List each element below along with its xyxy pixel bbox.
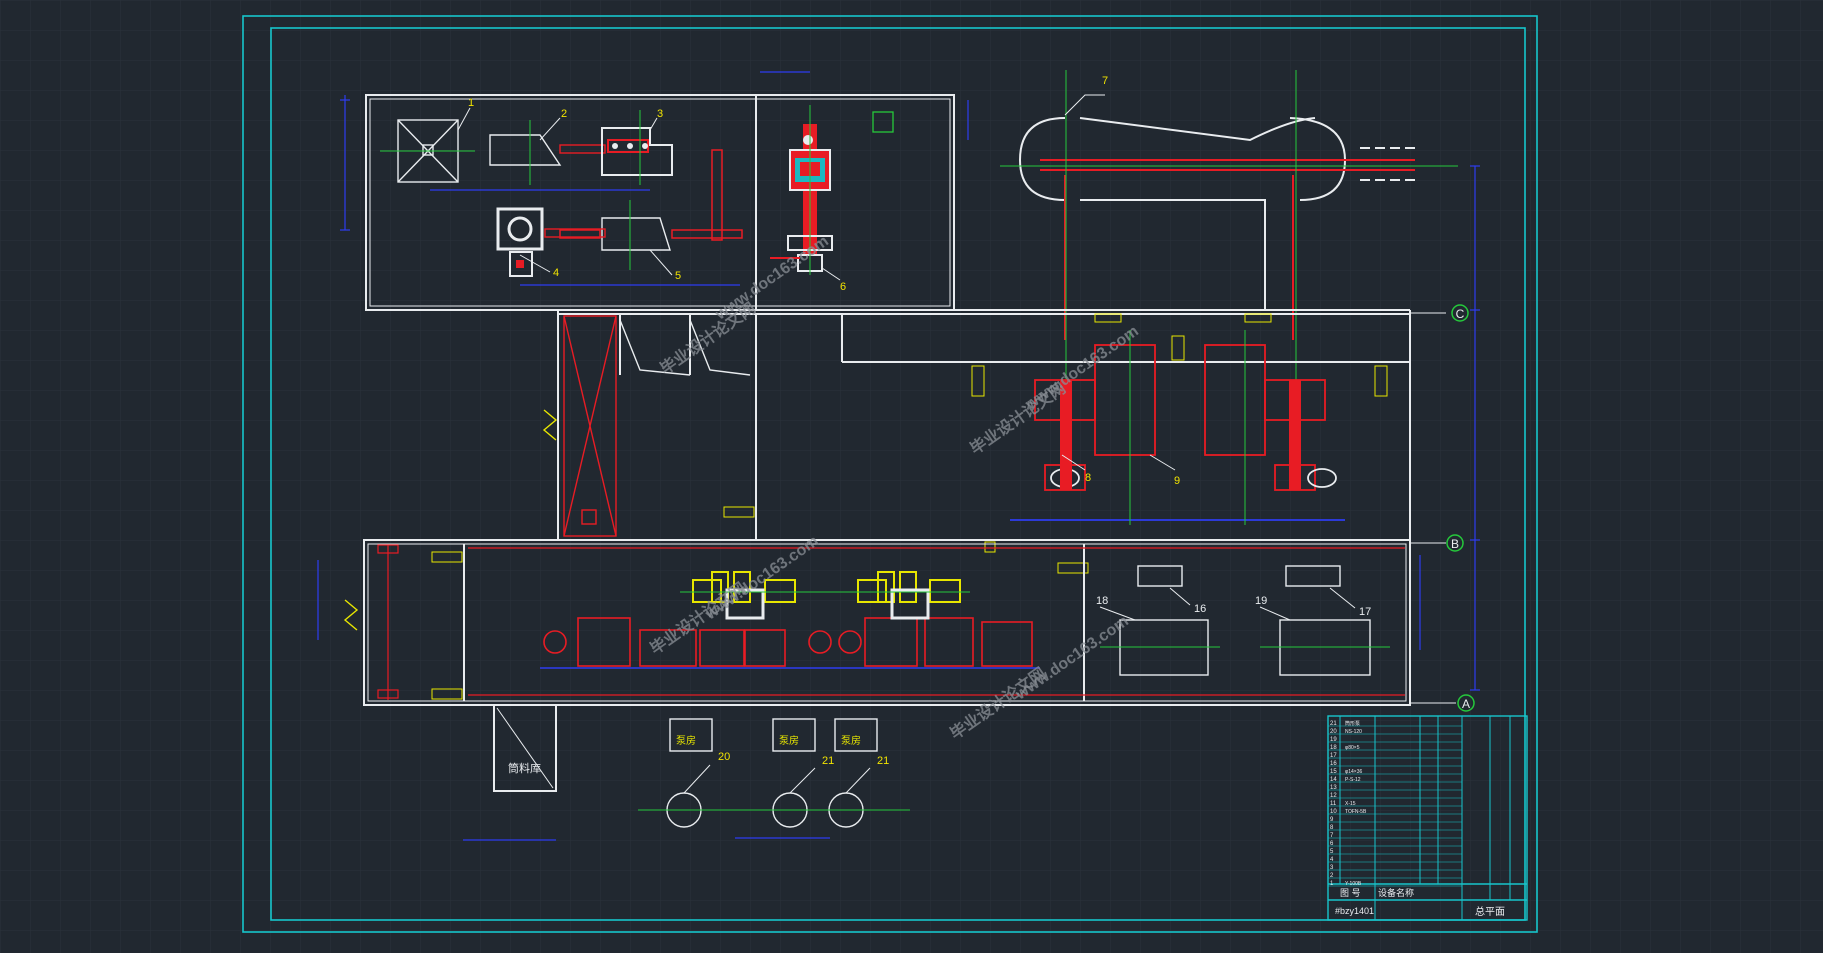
axis-bubble-c: C [1451,304,1469,322]
title-block-row-code: P-S-12 [1345,777,1361,783]
equipment-label-4: 4 [553,267,559,279]
pump-house-3-label: 泵房 [841,734,861,747]
title-block-row-number: 8 [1330,825,1334,831]
lower-building-walls [363,539,1411,706]
equipment-label-17: 17 [1359,606,1371,618]
equipment-8-9-furnace-pair [1010,330,1345,525]
equipment-label-21a: 21 [822,755,834,767]
pump-house-1-label: 泵房 [676,734,696,747]
equipment-2-feeder [489,120,606,185]
title-block-col-code: 图 号 [1340,888,1361,898]
ucs-icon [872,111,894,133]
title-block-row-code: φ14×36 [1345,769,1363,775]
title-block-row-number: 7 [1330,833,1334,839]
equipment-label-21b: 21 [877,755,889,767]
equipment-label-1: 1 [468,97,474,109]
axis-label-b: B [1451,537,1459,551]
dimension-lines-top-left [340,71,969,286]
equipment-7-rail-loop [1000,70,1458,470]
stairs-yellow [431,313,1388,700]
equipment-label-5: 5 [675,270,681,282]
equipment-label-20: 20 [718,751,730,763]
title-block-row-code: Y-100B [1345,881,1362,887]
title-block-row-number: 18 [1330,745,1337,751]
pump-house-2-label: 泵房 [779,734,799,747]
inner-frame [270,27,1526,921]
title-block-row-number: 19 [1330,737,1337,743]
equipment-label-16: 16 [1194,603,1206,615]
title-block-row-number: 4 [1330,857,1334,863]
title-block-row-number: 15 [1330,769,1337,775]
production-line-equipment [540,617,1040,669]
equipment-label-9: 9 [1174,475,1180,487]
title-block-row-number: 9 [1330,817,1334,823]
title-block-row-code: NS-120 [1345,729,1362,735]
storage-room-label: 筒料库 [508,761,541,775]
title-block-row-number: 17 [1330,753,1337,759]
title-block-row-number: 1 [1330,881,1334,887]
door-symbols [343,409,558,631]
equipment-6-red-assembly [770,105,833,275]
equipment-label-2: 2 [561,108,567,120]
leader-lines [457,94,1356,794]
title-block-row-code: φ80×5 [1345,745,1360,751]
outer-frame [242,15,1538,933]
axis-grid-lines [1410,312,1456,704]
yellow-rolling-machines [680,571,970,620]
title-block-col-name: 设备名称 [1378,887,1414,898]
red-chute [563,315,751,537]
title-block-row-number: 6 [1330,841,1334,847]
title-block-row-number: 12 [1330,793,1337,799]
storage-room [463,704,557,841]
title-block-row-code: X-15 [1345,801,1356,807]
equipment-label-18: 18 [1096,595,1108,607]
title-block-row-number: 21 [1330,721,1337,727]
title-block-row-number: 13 [1330,785,1337,791]
lower-building-red-lines [377,544,1405,700]
title-block-footer: 图 号 设备名称 #bzy1401 总平面 [1335,887,1505,918]
title-block-row-number: 10 [1330,809,1337,815]
equipment-label-7: 7 [1102,75,1108,87]
dimension-lines-right [1419,165,1480,691]
title-block-row-number: 5 [1330,849,1334,855]
axis-label-c: C [1456,307,1465,321]
equipment-5-classifier [544,200,671,270]
title-block-drawing-title: 总平面 [1475,905,1505,918]
axis-bubble-b: B [1446,534,1464,552]
title-block-row-code: 筒形泵 [1345,720,1360,727]
title-block [1327,715,1528,921]
equipment-4-mill [496,207,544,277]
equipment-label-19: 19 [1255,595,1267,607]
title-block-row-number: 3 [1330,865,1334,871]
title-block-drawing-no: #bzy1401 [1335,906,1374,916]
title-block-row-code: TOFN-5B [1345,809,1367,815]
axis-label-a: A [1462,697,1470,711]
equipment-number-labels: 1 2 3 4 5 6 7 8 9 16 17 18 19 20 21 21 [468,75,1371,767]
title-block-row-number: 11 [1330,801,1337,807]
equipment-3-crusher [601,110,673,185]
title-block-row-number: 20 [1330,729,1337,735]
title-block-row-number: 2 [1330,873,1334,879]
title-block-row-number: 14 [1330,777,1337,783]
equipment-label-8: 8 [1085,472,1091,484]
equipment-label-6: 6 [840,281,846,293]
axis-bubble-a: A [1457,694,1475,712]
title-block-row-number: 16 [1330,761,1337,767]
equipment-16-19-units [1100,565,1390,676]
equipment-label-3: 3 [657,108,663,120]
belt-conveyor-top [559,149,743,241]
